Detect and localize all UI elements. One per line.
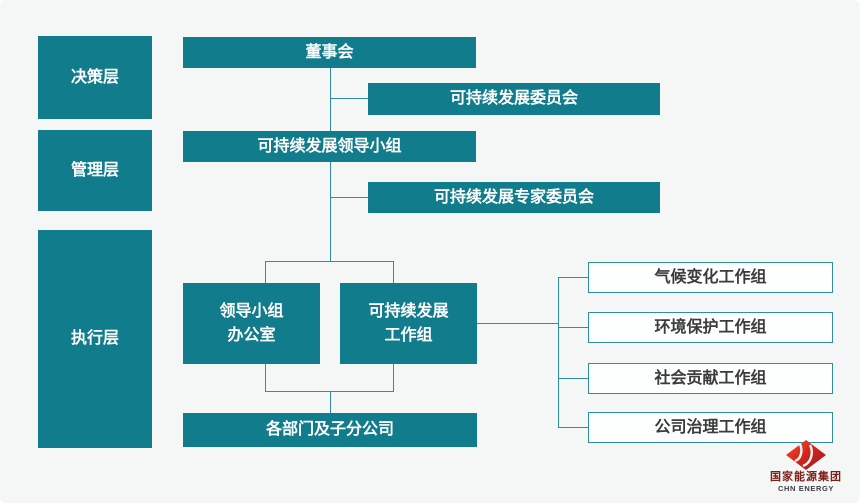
connector-stub-office-top — [265, 261, 266, 283]
connector-stub-workgroup-top — [393, 261, 394, 283]
connector-stub-wg-climate — [558, 277, 588, 278]
node-climate-change-working-group: 气候变化工作组 — [588, 262, 833, 293]
node-sustainable-development-committee: 可持续发展委员会 — [368, 83, 660, 115]
connector-to-departments — [330, 391, 331, 413]
node-environmental-protection-working-group: 环境保护工作组 — [588, 312, 833, 343]
layer-label-management: 管理层 — [38, 130, 152, 211]
company-name-en: CHN ENERGY — [777, 483, 834, 493]
node-sustainable-development-leading-group: 可持续发展领导小组 — [183, 131, 476, 162]
node-sustainable-development-working-group: 可持续发展 工作组 — [340, 283, 477, 364]
connector-stub-office-bottom — [265, 364, 266, 391]
company-logo: 国家能源集团 CHN ENERGY — [770, 440, 842, 493]
connector-branch-top — [265, 261, 394, 262]
node-social-contribution-working-group: 社会贡献工作组 — [588, 363, 833, 394]
connector-branch-bottom — [265, 391, 394, 392]
company-name-cn: 国家能源集团 — [770, 471, 842, 483]
connector-workgroup-right — [477, 323, 558, 324]
chn-energy-emblem-icon — [786, 440, 826, 470]
connector-stub-wg-governance — [558, 427, 588, 428]
node-corporate-governance-working-group: 公司治理工作组 — [588, 412, 833, 443]
connector-to-sd-committee — [330, 98, 368, 99]
node-leading-group-office: 领导小组 办公室 — [183, 283, 320, 364]
layer-label-decision: 决策层 — [38, 36, 152, 119]
connector-board-to-leading-group — [330, 68, 331, 131]
node-departments-and-subsidiaries: 各部门及子分公司 — [183, 413, 477, 447]
node-board-of-directors: 董事会 — [183, 37, 476, 68]
connector-stub-workgroup-bottom — [393, 364, 394, 391]
connector-stub-wg-social — [558, 378, 588, 379]
connector-leading-group-down — [330, 162, 331, 261]
connector-stub-wg-environment — [558, 327, 588, 328]
connector-workgroups-trunk — [558, 277, 559, 428]
layer-label-execution: 执行层 — [38, 230, 152, 448]
connector-to-expert-committee — [330, 197, 368, 198]
node-sustainable-development-expert-committee: 可持续发展专家委员会 — [368, 182, 660, 213]
